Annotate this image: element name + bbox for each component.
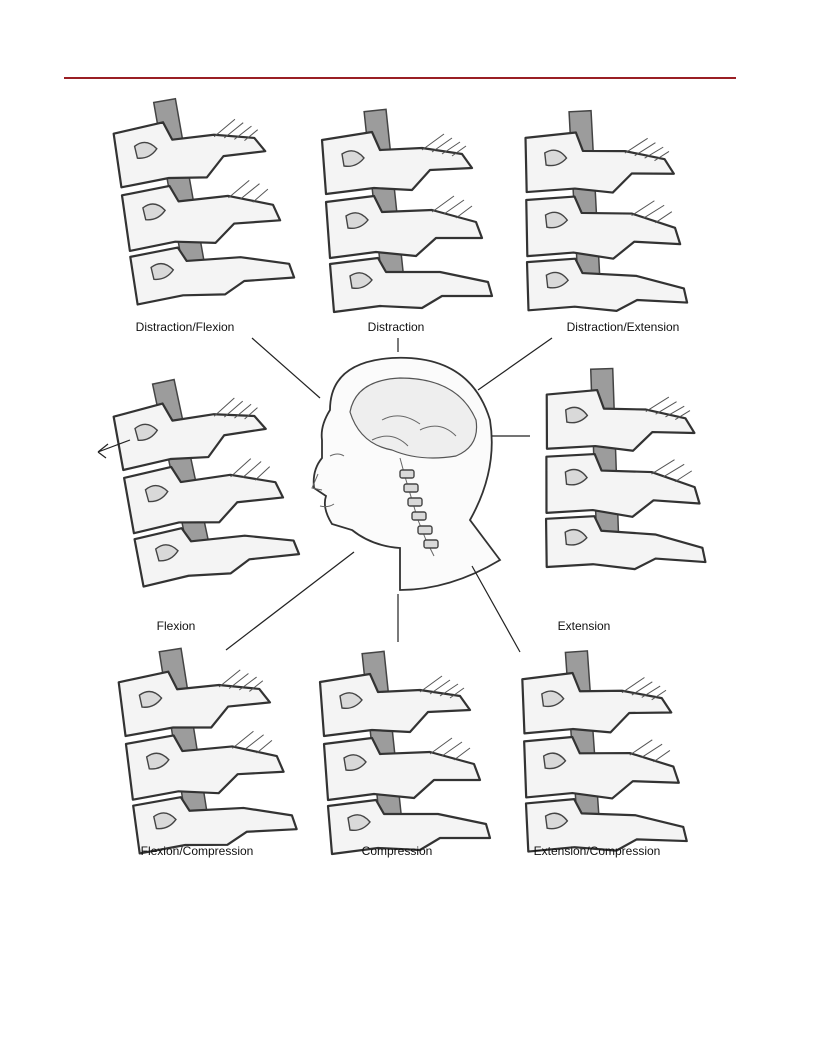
head-profile (311, 356, 502, 591)
spine-compression (318, 650, 492, 856)
spine-distraction-flexion (110, 90, 297, 307)
spine-distraction-extension (515, 106, 698, 320)
spine-flexion-compression (116, 641, 299, 856)
label-distraction-flexion: Distraction/Flexion (135, 320, 235, 334)
spine-distraction (320, 108, 494, 314)
spine-extension (533, 362, 720, 580)
spine-extension-compression (515, 647, 695, 859)
label-distraction: Distraction (367, 320, 425, 334)
label-extension-compression: Extension/Compression (533, 844, 661, 858)
pointer-distraction-extension (477, 337, 553, 391)
label-flexion: Flexion (156, 619, 196, 633)
flexion-arrow (97, 439, 131, 459)
label-distraction-extension: Distraction/Extension (566, 320, 680, 334)
label-extension: Extension (557, 619, 611, 633)
spine-flexion (109, 367, 302, 589)
header-rule (64, 77, 736, 79)
label-flexion-compression: Flexion/Compression (140, 844, 254, 858)
label-compression: Compression (361, 844, 433, 858)
pointer-flexion (225, 551, 355, 651)
pointer-distraction-flexion (251, 337, 321, 399)
pointer-extension (471, 565, 521, 653)
